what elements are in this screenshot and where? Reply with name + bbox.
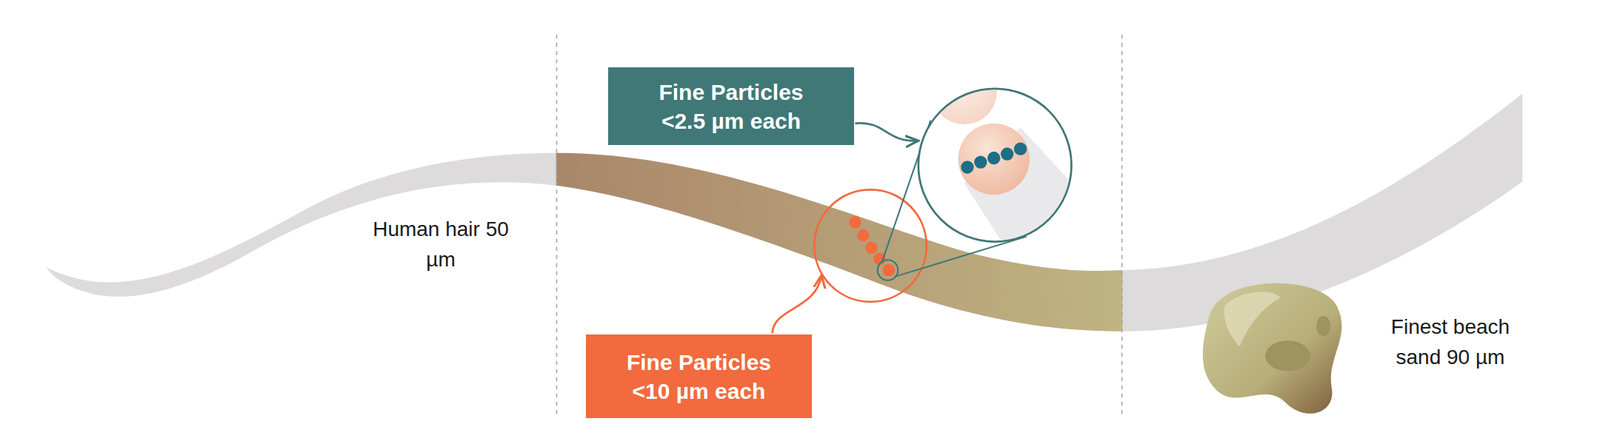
leader-arrow <box>772 275 822 335</box>
sand-size-label: Finest beach sand 90 µm <box>1376 312 1525 373</box>
hair-size-label: Human hair 50 µm <box>361 214 521 275</box>
box-text: Fine Particles <2.5 µm each <box>642 77 820 136</box>
pm25-label-box: Fine Particles <2.5 µm each <box>608 67 855 146</box>
dashed-guide <box>1121 34 1123 419</box>
dashed-guide <box>556 34 558 419</box>
leader-arrow <box>854 122 918 141</box>
sand-grain <box>1202 283 1342 415</box>
pm25-small-circle <box>877 260 899 281</box>
magnified-view <box>931 59 1083 256</box>
magnifier-line <box>895 237 1026 278</box>
pm10-label-box: Fine Particles <10 µm each <box>585 334 812 419</box>
box-text: Fine Particles <10 µm each <box>614 348 785 406</box>
pm10-zoom-circle <box>814 189 927 303</box>
